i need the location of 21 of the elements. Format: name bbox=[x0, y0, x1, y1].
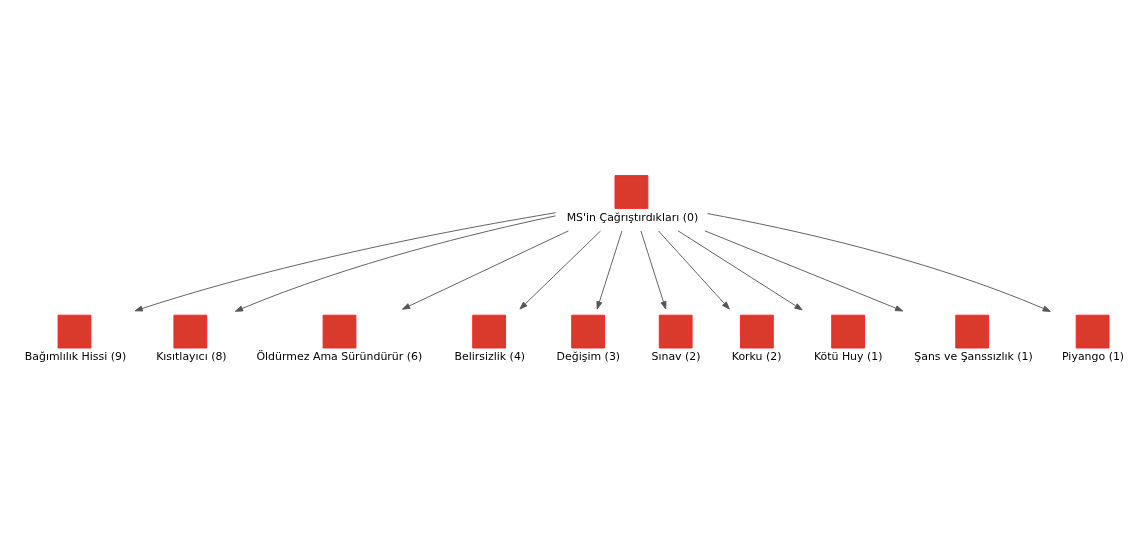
arrow bbox=[234, 214, 556, 312]
node-label: Korku (2) bbox=[731, 349, 782, 363]
node-label: Belirsizlik (4) bbox=[454, 349, 526, 363]
arrow bbox=[640, 230, 667, 309]
node-label: Piyango (1) bbox=[1062, 349, 1125, 363]
node-label: Değişim (3) bbox=[556, 349, 621, 363]
node-label: Şans ve Şanssızlık (1) bbox=[914, 349, 1033, 363]
node-label: Kısıtlayıcı (8) bbox=[156, 349, 227, 363]
node-label: Kötü Huy (1) bbox=[813, 349, 883, 363]
arrow bbox=[658, 230, 730, 309]
arrow bbox=[677, 229, 803, 310]
node-label: MS'in Çağrıştırdıkları (0) bbox=[566, 210, 699, 224]
arrow bbox=[134, 211, 556, 311]
arrow bbox=[596, 230, 623, 309]
arrow bbox=[707, 212, 1051, 312]
node-label: Öldürmez Ama Süründürür (6) bbox=[256, 349, 423, 363]
arrow bbox=[519, 230, 601, 309]
arrow bbox=[401, 229, 569, 310]
node-label: Sınav (2) bbox=[651, 349, 701, 363]
arrow bbox=[704, 229, 904, 311]
node-label: Bağımlılık Hissi (9) bbox=[24, 349, 127, 363]
